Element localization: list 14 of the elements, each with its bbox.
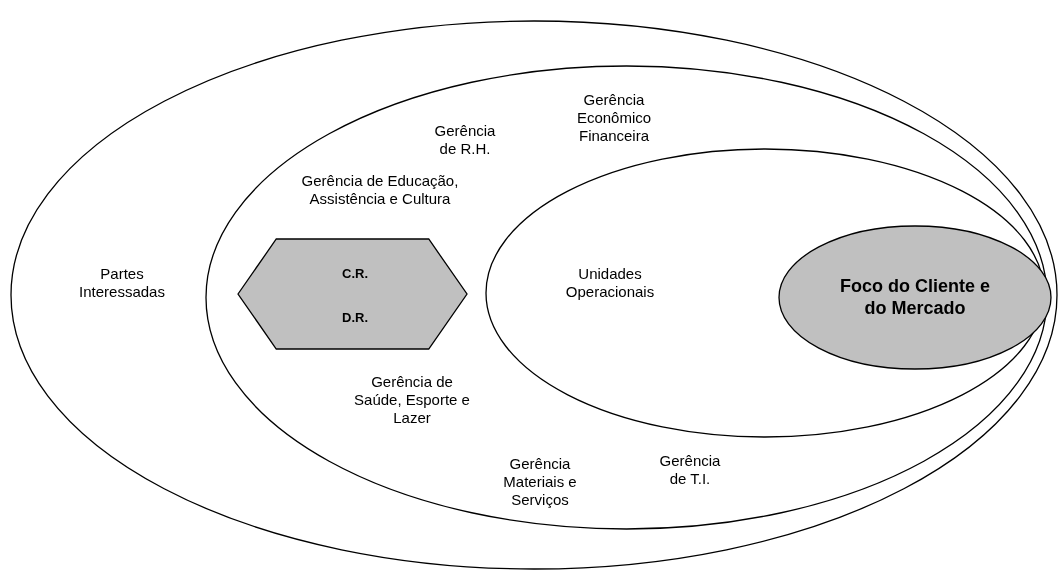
label-text: Gerência de R.H.	[433, 122, 497, 158]
label-text: Partes Interessadas	[78, 265, 166, 301]
label-text: Gerência de Educação, Assistência e Cultura	[300, 172, 460, 208]
label-text: Gerência Materiais e Serviços	[502, 455, 578, 509]
label-text: D.R.	[341, 308, 369, 326]
outer-ellipse	[10, 20, 1058, 570]
label-text: C.R.	[341, 264, 369, 282]
label-text: Unidades Operacionais	[564, 265, 656, 301]
core-ellipse	[778, 225, 1052, 370]
hexagon-shape	[237, 238, 468, 350]
label-text: Gerência de T.I.	[658, 452, 722, 488]
label-text: Gerência de Saúde, Esporte e Lazer	[353, 373, 471, 427]
label-text: Gerência Econômico Financeira	[575, 91, 653, 145]
label-text: Foco do Cliente e do Mercado	[839, 275, 991, 319]
